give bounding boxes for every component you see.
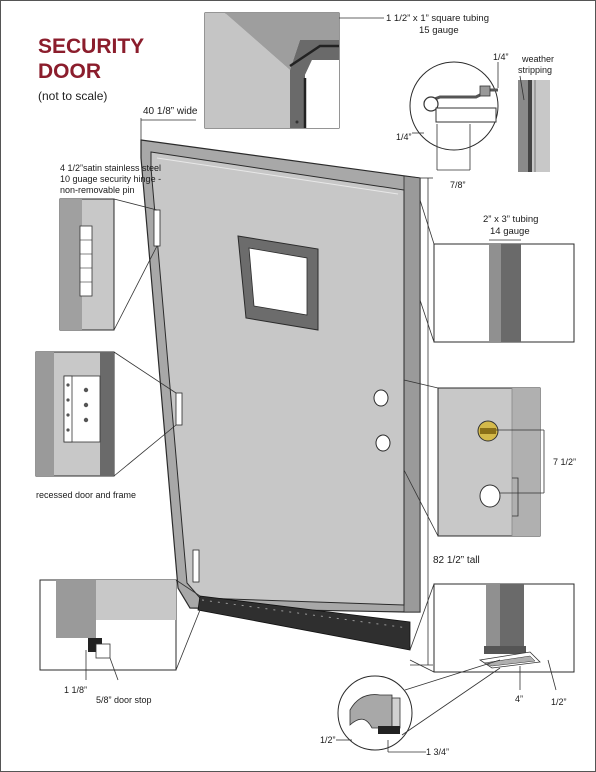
title-line-2: DOOR — [38, 60, 101, 83]
page-title: SECURITY DOOR — [38, 34, 144, 84]
door-window-glass — [248, 247, 308, 316]
title-line-1: SECURITY — [38, 35, 145, 58]
detail-sweep-profile: 1/2” 1 3/4” — [320, 659, 501, 757]
hinge-middle — [175, 392, 183, 426]
subtitle: (not to scale) — [38, 89, 108, 103]
detail-recessed: recessed door and frame — [35, 351, 177, 500]
detail-door-stop: 1 1/8” 5/8” door stop — [39, 579, 201, 705]
door-frame-depth — [403, 175, 421, 613]
label-tall: 82 1/2” tall — [433, 555, 480, 566]
door-knob — [375, 434, 391, 452]
detail-hinge: 4 1/2”satin stainless steel 10 guage sec… — [59, 163, 161, 331]
height-dimension: 82 1/2” tall — [410, 177, 480, 666]
detail-tubing: 2” x 3” tubing 14 gauge — [419, 199, 575, 343]
label-hinge-1: 4 1/2”satin stainless steel — [60, 163, 161, 173]
label-square-tubing-2: 15 gauge — [419, 25, 459, 36]
detail-square-tubing: 1 1/2” x 1” square tubing 15 gauge — [204, 12, 489, 129]
label-square-tubing-1: 1 1/2” x 1” square tubing — [386, 13, 489, 24]
label-seven-half: 7 1/2” — [553, 457, 576, 467]
detail-sweep: 4” 1/2” — [409, 583, 575, 707]
door-slab — [150, 151, 405, 606]
label-door-stop: 5/8” door stop — [96, 695, 152, 705]
label-width: 40 1/8” wide — [143, 106, 198, 117]
label-weather-2: stripping — [518, 65, 552, 75]
label-half-right: 1/2” — [551, 697, 567, 707]
label-one-three-quarter: 1 3/4” — [426, 747, 449, 757]
door-deadbolt — [373, 389, 389, 407]
label-four: 4” — [515, 694, 523, 704]
detail-weather-stripping: 1/4” weather stripping 1/4” 7/8” — [396, 52, 554, 190]
label-seven-eighths: 7/8” — [450, 180, 466, 190]
label-tubing-1: 2” x 3” tubing — [483, 214, 538, 225]
label-tubing-2: 14 gauge — [490, 226, 530, 237]
label-one-one-eighth: 1 1/8” — [64, 685, 87, 695]
width-dimension: 40 1/8” wide — [140, 106, 198, 140]
slab-highlight — [156, 157, 399, 195]
label-quarter-top: 1/4” — [493, 52, 509, 62]
label-half-bottom: 1/2” — [320, 735, 336, 745]
hinge-bottom — [192, 549, 200, 583]
label-hinge-3: non-removable pin — [60, 185, 135, 195]
label-recessed: recessed door and frame — [36, 490, 136, 500]
label-quarter-left: 1/4” — [396, 132, 412, 142]
label-weather-1: weather — [521, 54, 554, 64]
door-illustration — [140, 139, 421, 651]
detail-locks: 7 1/2” — [403, 379, 576, 537]
label-hinge-2: 10 guage security hinge - — [60, 174, 161, 184]
hinge-top — [153, 209, 161, 247]
